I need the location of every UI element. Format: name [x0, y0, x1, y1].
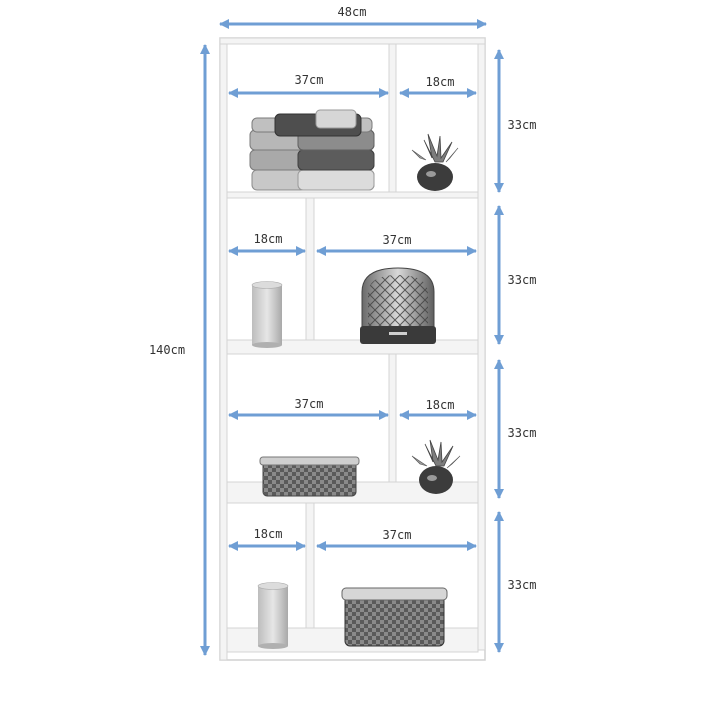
succulent-plant-top: [411, 133, 459, 191]
aroma-diffuser: [360, 267, 436, 344]
pillar-candle-top: [251, 281, 283, 348]
row-3-left-width-label: 37cm: [295, 397, 324, 411]
shelf-unit: [219, 37, 486, 661]
row-3-right-width-label: 18cm: [426, 398, 455, 412]
row-4-left-width-label: 18cm: [254, 527, 283, 541]
divider-row-4: [305, 502, 315, 629]
woven-basket-large: [341, 587, 448, 647]
row-2-right-width-label: 37cm: [383, 233, 412, 247]
left-side-panel: [219, 37, 228, 661]
divider-row-3: [388, 353, 397, 483]
woven-basket-small: [259, 456, 360, 497]
divider-row-2: [305, 197, 315, 341]
overall-height-label: 140cm: [149, 343, 185, 357]
succulent-plant-bottom: [411, 439, 461, 494]
row-1-height-label: 33cm: [508, 118, 537, 132]
row-2-left-width-label: 18cm: [254, 232, 283, 246]
shelf-board-1: [226, 191, 479, 199]
row-4-height-label: 33cm: [508, 578, 537, 592]
row-1-left-width-label: 37cm: [295, 73, 324, 87]
compartment-dimension-arrows: [228, 88, 477, 551]
row-1-right-width-label: 18cm: [426, 75, 455, 89]
right-side-panel: [477, 37, 486, 651]
overall-width-label: 48cm: [338, 5, 367, 19]
divider-row-1: [388, 43, 397, 193]
overall-dimension-arrows: [200, 19, 504, 656]
pillar-candle-bottom: [257, 582, 289, 649]
top-panel: [219, 37, 486, 45]
row-3-height-label: 33cm: [508, 426, 537, 440]
row-4-right-width-label: 37cm: [383, 528, 412, 542]
folded-towels: [249, 109, 375, 191]
row-2-height-label: 33cm: [508, 273, 537, 287]
